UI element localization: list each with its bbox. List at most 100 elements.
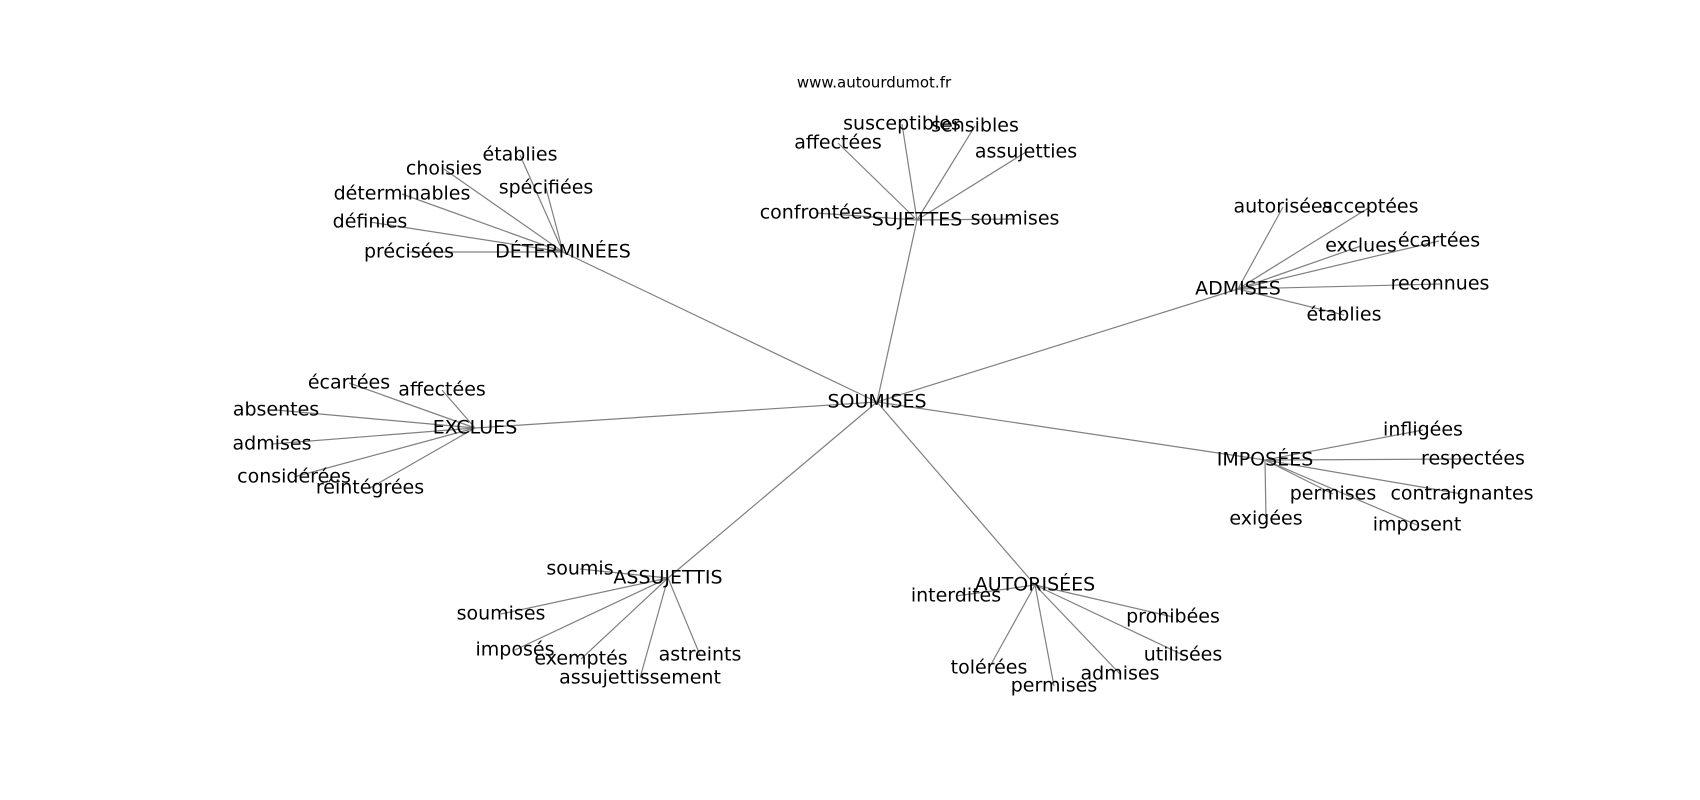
leaf-word[interactable]: autorisées: [1233, 196, 1332, 218]
leaf-word[interactable]: confrontées: [760, 202, 873, 224]
edge-hub-to-leaf: [579, 568, 669, 579]
leaf-word[interactable]: exigées: [1229, 508, 1302, 530]
leaf-word[interactable]: exclues: [1325, 235, 1397, 257]
hub-word[interactable]: AUTORISÉES: [975, 573, 1095, 596]
edge-hub-to-leaf: [916, 125, 976, 221]
edge-hub-to-leaf: [293, 427, 476, 478]
edge-hub-to-leaf: [519, 154, 564, 253]
edge-hub-to-leaf: [545, 187, 564, 253]
hub-word[interactable]: IMPOSÉES: [1217, 448, 1314, 471]
hub-word[interactable]: DÉTERMINÉES: [495, 240, 631, 263]
leaf-word[interactable]: écartées: [1398, 230, 1480, 252]
leaf-word[interactable]: réintégrées: [316, 477, 424, 499]
leaf-word[interactable]: absentes: [233, 399, 319, 421]
edge-center-to-hub: [474, 401, 878, 429]
hub-word[interactable]: SUJETTES: [872, 209, 963, 231]
edge-hub-to-leaf: [1264, 459, 1463, 495]
leaf-word[interactable]: écartées: [308, 372, 390, 394]
leaf-word[interactable]: contraignantes: [1390, 483, 1533, 505]
edge-hub-to-leaf: [514, 577, 669, 651]
edge-hub-to-leaf: [1034, 584, 1055, 687]
leaf-word[interactable]: admises: [1081, 663, 1160, 685]
hub-word[interactable]: ASSUJETTIS: [613, 567, 722, 589]
edge-hub-to-leaf: [1237, 283, 1441, 290]
edge-hub-to-leaf: [1237, 206, 1284, 290]
edge-hub-to-leaf: [271, 427, 476, 445]
edge-center-to-hub: [876, 401, 1266, 461]
center-word[interactable]: SOUMISES: [827, 391, 926, 413]
leaf-word[interactable]: permises: [1290, 483, 1377, 505]
edge-hub-to-leaf: [916, 151, 1027, 221]
leaf-word[interactable]: affectées: [794, 132, 882, 154]
leaf-word[interactable]: sensibles: [931, 115, 1019, 137]
edge-hub-to-leaf: [369, 221, 564, 253]
leaf-word[interactable]: assujettissement: [559, 667, 721, 689]
edge-center-to-hub: [562, 251, 878, 403]
leaf-word[interactable]: définies: [333, 211, 408, 233]
leaf-word[interactable]: admises: [233, 433, 312, 455]
leaf-word[interactable]: imposés: [476, 639, 555, 661]
edge-hub-to-leaf: [988, 584, 1036, 669]
leaf-word[interactable]: reconnues: [1391, 273, 1490, 295]
edge-hub-to-leaf: [580, 577, 669, 660]
leaf-word[interactable]: imposent: [1373, 514, 1462, 536]
leaf-word[interactable]: infligées: [1383, 419, 1463, 441]
edge-hub-to-leaf: [1034, 584, 1184, 656]
leaf-word[interactable]: affectées: [398, 379, 486, 401]
edge-hub-to-leaf: [1264, 429, 1424, 461]
edge-hub-to-leaf: [1034, 584, 1121, 675]
edge-hub-to-leaf: [1264, 459, 1334, 495]
leaf-word[interactable]: susceptibles: [843, 113, 961, 135]
edge-hub-to-leaf: [955, 584, 1036, 597]
edge-hub-to-leaf: [1264, 459, 1267, 520]
leaf-word[interactable]: interdites: [911, 585, 1001, 607]
hub-word[interactable]: ADMISES: [1195, 278, 1281, 300]
edge-center-to-hub: [667, 401, 878, 579]
leaf-word[interactable]: choisies: [406, 158, 482, 180]
leaf-word[interactable]: soumises: [457, 603, 546, 625]
leaf-word[interactable]: respectées: [1421, 448, 1525, 470]
edge-hub-to-leaf: [1237, 288, 1345, 316]
edge-hub-to-leaf: [1237, 240, 1440, 290]
leaf-word[interactable]: astreints: [659, 644, 742, 666]
edge-hub-to-leaf: [1237, 206, 1371, 290]
edge-hub-to-leaf: [275, 409, 476, 429]
leaf-word[interactable]: considérées: [237, 466, 351, 488]
hub-word[interactable]: EXCLUES: [433, 417, 518, 439]
leaf-word[interactable]: spécifiées: [499, 177, 594, 199]
edge-center-to-hub: [876, 288, 1239, 403]
edge-hub-to-leaf: [815, 212, 918, 221]
leaf-word[interactable]: exemptés: [534, 648, 627, 670]
leaf-word[interactable]: tolérées: [951, 657, 1028, 679]
edge-hub-to-leaf: [901, 123, 918, 221]
source-credit: www.autourdumot.fr: [797, 74, 952, 92]
edge-hub-to-leaf: [500, 577, 669, 615]
edge-hub-to-leaf: [1034, 584, 1174, 618]
edge-hub-to-leaf: [837, 142, 918, 221]
edge-center-to-hub: [876, 219, 918, 403]
leaf-word[interactable]: prohibées: [1126, 606, 1220, 628]
edge-hub-to-leaf: [369, 427, 476, 489]
leaf-word[interactable]: établies: [483, 144, 558, 166]
edge-hub-to-leaf: [639, 577, 669, 679]
edge-center-to-hub: [876, 401, 1036, 586]
leaf-word[interactable]: soumises: [971, 208, 1060, 230]
edge-hub-to-leaf: [401, 193, 564, 253]
edge-hub-to-leaf: [348, 382, 476, 429]
edge-hub-to-leaf: [1264, 458, 1474, 461]
leaf-word[interactable]: acceptées: [1321, 196, 1418, 218]
leaf-word[interactable]: permises: [1011, 675, 1098, 697]
leaf-word[interactable]: utilisées: [1144, 644, 1223, 666]
leaf-word[interactable]: précisées: [364, 241, 454, 263]
leaf-word[interactable]: assujetties: [975, 141, 1077, 163]
leaf-word[interactable]: soumis: [546, 558, 613, 580]
edge-hub-to-leaf: [916, 218, 1016, 221]
leaf-word[interactable]: établies: [1307, 304, 1382, 326]
leaf-word[interactable]: déterminables: [334, 183, 471, 205]
edge-hub-to-leaf: [441, 389, 476, 429]
edge-hub-to-leaf: [443, 168, 564, 253]
edge-hub-to-leaf: [1237, 245, 1362, 290]
edge-layer: [271, 123, 1474, 687]
